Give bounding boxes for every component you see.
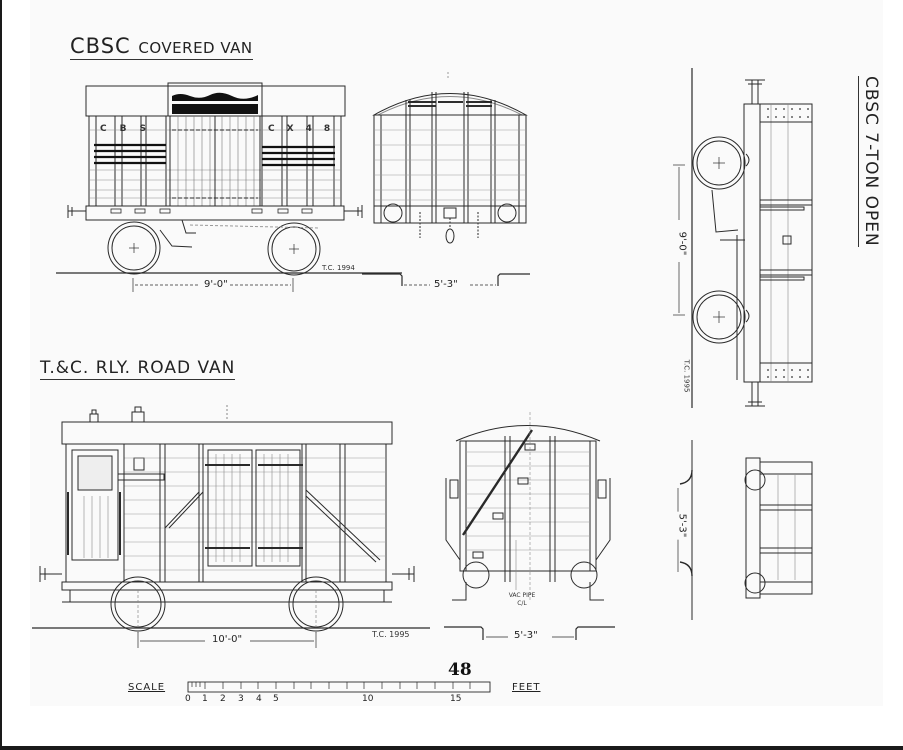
seven-ton-open-signature: T.C. 1995 [682,359,691,393]
seven-ton-open-title: CBSC 7-TON OPEN [858,76,881,247]
seven-ton-open-gauge-dimension: 5'-3" [676,511,688,540]
covered-van-marking-left: CBS [100,124,159,134]
scale-tick-4: 4 [256,694,262,704]
road-van-signature: T.C. 1995 [372,630,410,639]
scale-tick-0: 0 [185,694,191,704]
road-van-gauge-dimension: 5'-3" [512,630,540,641]
covered-van-end-elevation [362,72,530,286]
road-van-end-elevation [444,412,615,640]
scale-tick-1: 1 [202,694,208,704]
scale-tick-2: 2 [220,694,226,704]
page-number: 48 [448,660,472,680]
covered-van-signature: T.C. 1994 [322,264,355,272]
scanned-page [30,0,883,706]
page-frame-left-border [0,0,2,750]
covered-van-marking-right: CX48 [268,124,342,134]
scale-tick-10: 10 [362,694,374,704]
scale-tick-3: 3 [238,694,244,704]
marking-letter: C [100,124,120,134]
seven-ton-open-wheelbase-dimension: 9'-0" [676,229,688,258]
marking-number: 48 [305,124,343,134]
scale-unit-label: FEET [512,682,541,693]
marking-letter: S [139,124,159,134]
road-van-title: T.&C. RLY. ROAD VAN [40,358,236,380]
covered-van-title: CBSC COVERED VAN [70,34,253,60]
road-van-side-elevation [32,405,430,648]
scale-bar [187,681,491,693]
covered-van-title-main: CBSC [70,34,131,58]
scale-tick-5: 5 [273,694,279,704]
covered-van-side-elevation [56,82,402,292]
marking-letter: X [286,124,306,134]
marking-letter: C [268,124,287,134]
seven-ton-open-end-view [677,440,813,620]
road-van-vac-pipe-note: VAC PIPE C/L [508,592,536,607]
covered-van-gauge-dimension: 5'-3" [432,279,460,290]
road-van-wheelbase-dimension: 10'-0" [210,634,245,645]
seven-ton-open-elevation [673,68,813,408]
marking-letter: B [119,124,140,134]
page-frame-bottom-border [0,746,903,750]
scale-tick-15: 15 [450,694,462,704]
scale-label: SCALE [128,682,166,693]
covered-van-title-sub: COVERED VAN [138,39,253,57]
covered-van-wheelbase-dimension: 9'-0" [202,279,230,290]
